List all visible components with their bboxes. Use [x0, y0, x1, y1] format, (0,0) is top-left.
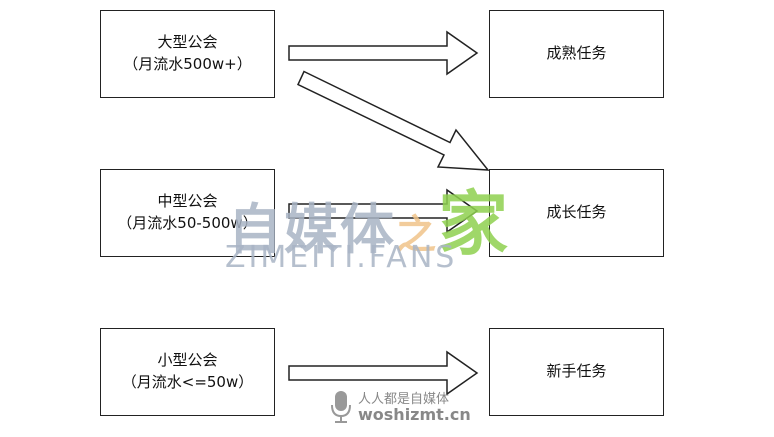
box-title: 成长任务: [546, 203, 607, 222]
box-mature-task: 成熟任务: [489, 10, 664, 98]
arrow-large-to-mature: [288, 30, 479, 76]
box-title: 大型公会: [157, 33, 218, 52]
box-medium-guild: 中型公会 （月流水50-500w）: [100, 169, 275, 257]
box-title: 中型公会: [157, 192, 218, 211]
box-subtitle: （月流水<=50w）: [121, 373, 254, 391]
arrow-medium-to-growth: [288, 188, 479, 234]
arrow-small-to-novice: [288, 350, 479, 396]
box-title: 新手任务: [546, 362, 607, 381]
box-subtitle: （月流水500w+）: [123, 55, 252, 73]
box-large-guild: 大型公会 （月流水500w+）: [100, 10, 275, 98]
box-title: 成熟任务: [546, 44, 607, 63]
box-small-guild: 小型公会 （月流水<=50w）: [100, 328, 275, 416]
arrow-large-to-growth: [297, 70, 490, 171]
box-subtitle: （月流水50-500w）: [117, 214, 258, 232]
box-novice-task: 新手任务: [489, 328, 664, 416]
box-growth-task: 成长任务: [489, 169, 664, 257]
box-title: 小型公会: [157, 351, 218, 370]
